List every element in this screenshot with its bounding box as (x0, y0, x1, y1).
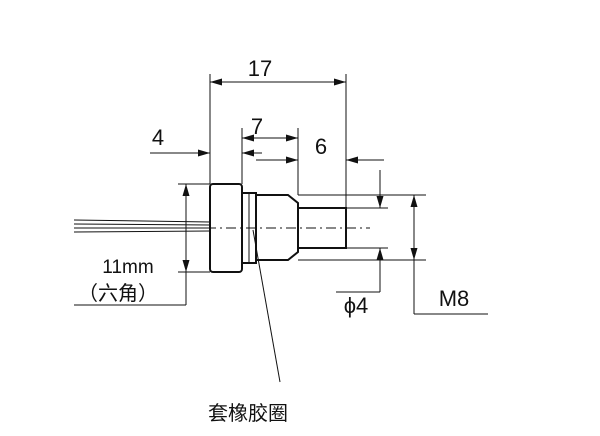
callout-rubber-ring: 套橡胶圈 (208, 229, 288, 425)
callout-rubber-ring-label: 套橡胶圈 (208, 401, 288, 425)
dim-17: 17 (209, 56, 347, 208)
dim-tip-diameter: ϕ4 (336, 170, 388, 318)
dim-6-label: 6 (315, 134, 327, 159)
dim-thread-label: M8 (439, 286, 470, 311)
dim-7: 7 (241, 114, 299, 195)
dim-4: 4 (150, 125, 262, 157)
dim-hex: 11mm （六角） (74, 183, 210, 306)
dim-thread: M8 (298, 194, 488, 315)
dim-17-label: 17 (248, 56, 272, 81)
dim-hex-label: 11mm (102, 257, 153, 278)
dim-4-label: 4 (152, 125, 164, 150)
dim-7-label: 7 (251, 114, 263, 139)
dim-hex-note: （六角） (78, 281, 158, 305)
dim-6: 6 (256, 134, 384, 164)
lead-wires (73, 219, 211, 233)
dim-tip-diameter-label: ϕ4 (344, 293, 369, 318)
threaded-section (255, 194, 299, 261)
